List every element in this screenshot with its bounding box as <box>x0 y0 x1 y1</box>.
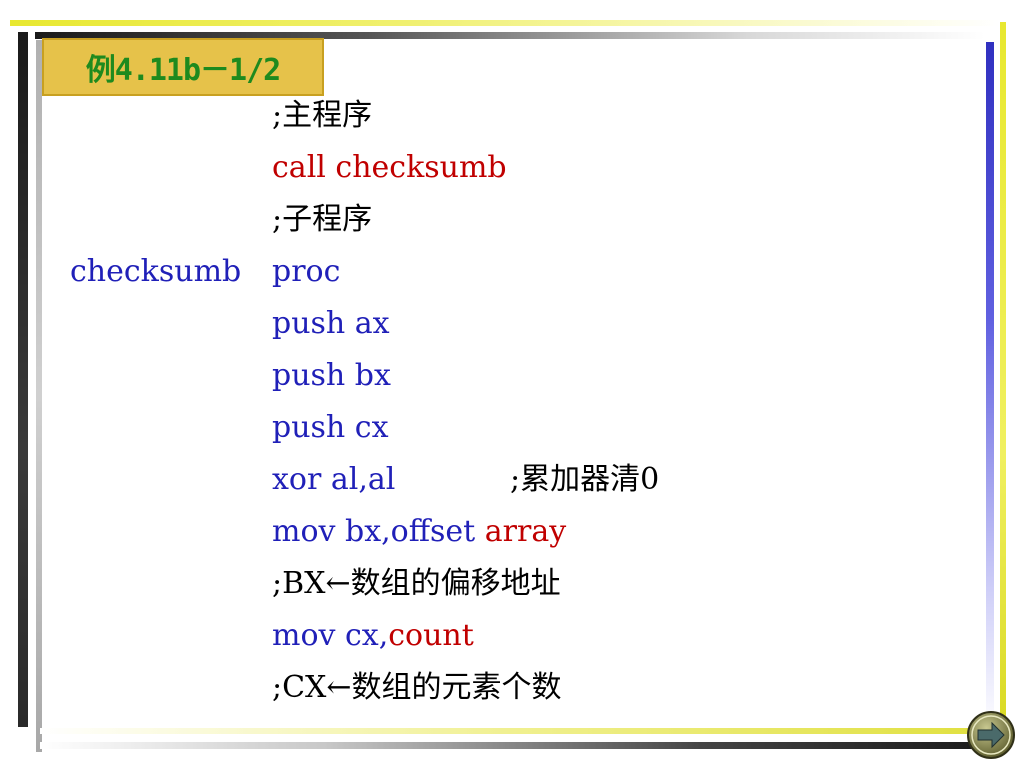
code-line-push-ax: push ax <box>272 306 390 341</box>
code-line-comment-main: ;主程序 <box>272 98 373 133</box>
code-line-proc-label: checksumb <box>70 254 242 289</box>
next-slide-button[interactable] <box>966 710 1016 760</box>
arrow-right-icon <box>967 711 1015 759</box>
code-line-comment-bx: ;BX←数组的偏移地址 <box>272 566 561 601</box>
code-line-proc-op: proc <box>272 254 341 289</box>
code-mov-cx-operand: count <box>388 618 474 653</box>
code-line-mov-bx: mov bx,offset array <box>272 506 566 558</box>
code-line-comment-sub: ;子程序 <box>272 202 373 237</box>
code-mov-cx-instr: mov cx, <box>272 618 389 653</box>
frame-bar-top <box>10 20 1000 26</box>
code-mov-bx-instr: mov bx,offset <box>272 514 485 549</box>
code-line-push-cx: push cx <box>272 410 389 445</box>
code-line-xor: xor al,al <box>272 462 396 497</box>
frame-bar-bottom-dark <box>40 742 985 749</box>
code-line-call: call checksumb <box>272 150 507 185</box>
title-box: 例4.11b－1/2 <box>42 38 324 96</box>
code-mov-bx-operand: array <box>484 514 567 549</box>
code-line-push-bx: push bx <box>272 358 391 393</box>
frame-bar-left-gray <box>36 40 42 752</box>
slide-title: 例4.11b－1/2 <box>85 53 281 88</box>
frame-bar-right-blue <box>986 42 994 732</box>
frame-bar-top-dark <box>35 32 985 39</box>
frame-bar-right <box>1000 22 1006 742</box>
frame-bar-bottom <box>40 728 985 734</box>
code-line-xor-comment: ;累加器清0 <box>510 462 660 497</box>
code-line-comment-cx: ;CX←数组的元素个数 <box>272 670 562 705</box>
code-line-mov-cx: mov cx,count <box>272 610 474 662</box>
frame-bar-left <box>18 32 28 727</box>
